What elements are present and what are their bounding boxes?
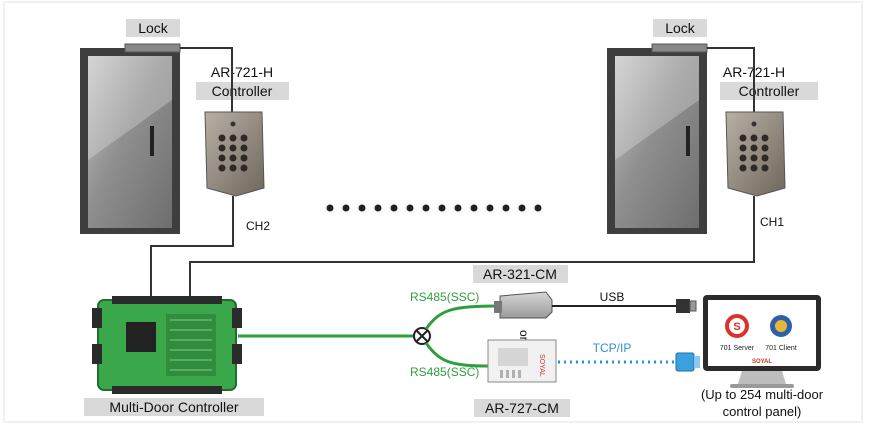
svg-text:S: S [733,321,740,333]
right-controller-label-box [720,82,818,100]
monitor-brand: SOYAL [752,359,772,365]
usb-plug-icon [676,299,697,313]
left-lock-icon [124,43,181,53]
client-app-icon [770,315,792,337]
left-door-icon [80,48,180,234]
rs485-top-line [424,304,501,330]
ethernet-plug-icon [675,352,700,372]
ar727-converter-icon: SOYAL [487,339,557,383]
or-label: or [517,330,531,341]
ar727-brand: SOYAL [538,354,545,377]
left-controller-label-box [196,82,289,100]
frame-border [3,1,863,423]
rs485-bottom-label: RS485(SSC) [410,365,479,379]
ar321-converter-icon [494,291,553,319]
left-lock-label: Lock [138,20,169,36]
ar321-label-box [473,265,568,283]
multi-door-label: Multi-Door Controller [109,399,238,415]
right-lock-wire [707,47,755,112]
ar727-label: AR-727-CM [485,400,559,416]
right-lock-label: Lock [665,20,696,36]
more-doors-ellipsis [326,204,542,212]
ch1-wire [189,196,755,300]
right-keypad-reader-icon [725,111,786,197]
tcpip-label: TCP/IP [593,341,632,355]
right-lock-label-box [653,19,707,37]
server-label: 701 Server [720,345,755,352]
ar727-label-box [474,399,570,417]
controller-board-icon [92,296,242,394]
ch2-label: CH2 [246,219,270,233]
left-controller-label: Controller [212,83,273,99]
ch2-wire [150,196,234,300]
right-door-icon [607,48,707,234]
left-controller-model: AR-721-H [211,64,273,80]
ar321-label: AR-321-CM [483,266,557,282]
multi-door-label-box [84,398,264,416]
rs485-top-label: RS485(SSC) [410,290,479,304]
right-lock-icon [651,43,708,53]
rs485-bottom-line [424,342,491,368]
left-lock-wire [180,47,233,112]
monitor-icon [703,295,821,388]
server-app-icon: S [725,314,749,338]
client-label: 701 Client [765,345,797,352]
left-lock-label-box [126,19,180,37]
usb-label: USB [600,290,625,304]
ch1-label: CH1 [760,215,784,229]
caption-line1: (Up to 254 multi-door [701,387,824,402]
caption-line2: control panel) [723,404,802,419]
right-controller-label: Controller [739,83,800,99]
left-keypad-reader-icon [204,111,265,197]
junction-icon [413,327,431,345]
